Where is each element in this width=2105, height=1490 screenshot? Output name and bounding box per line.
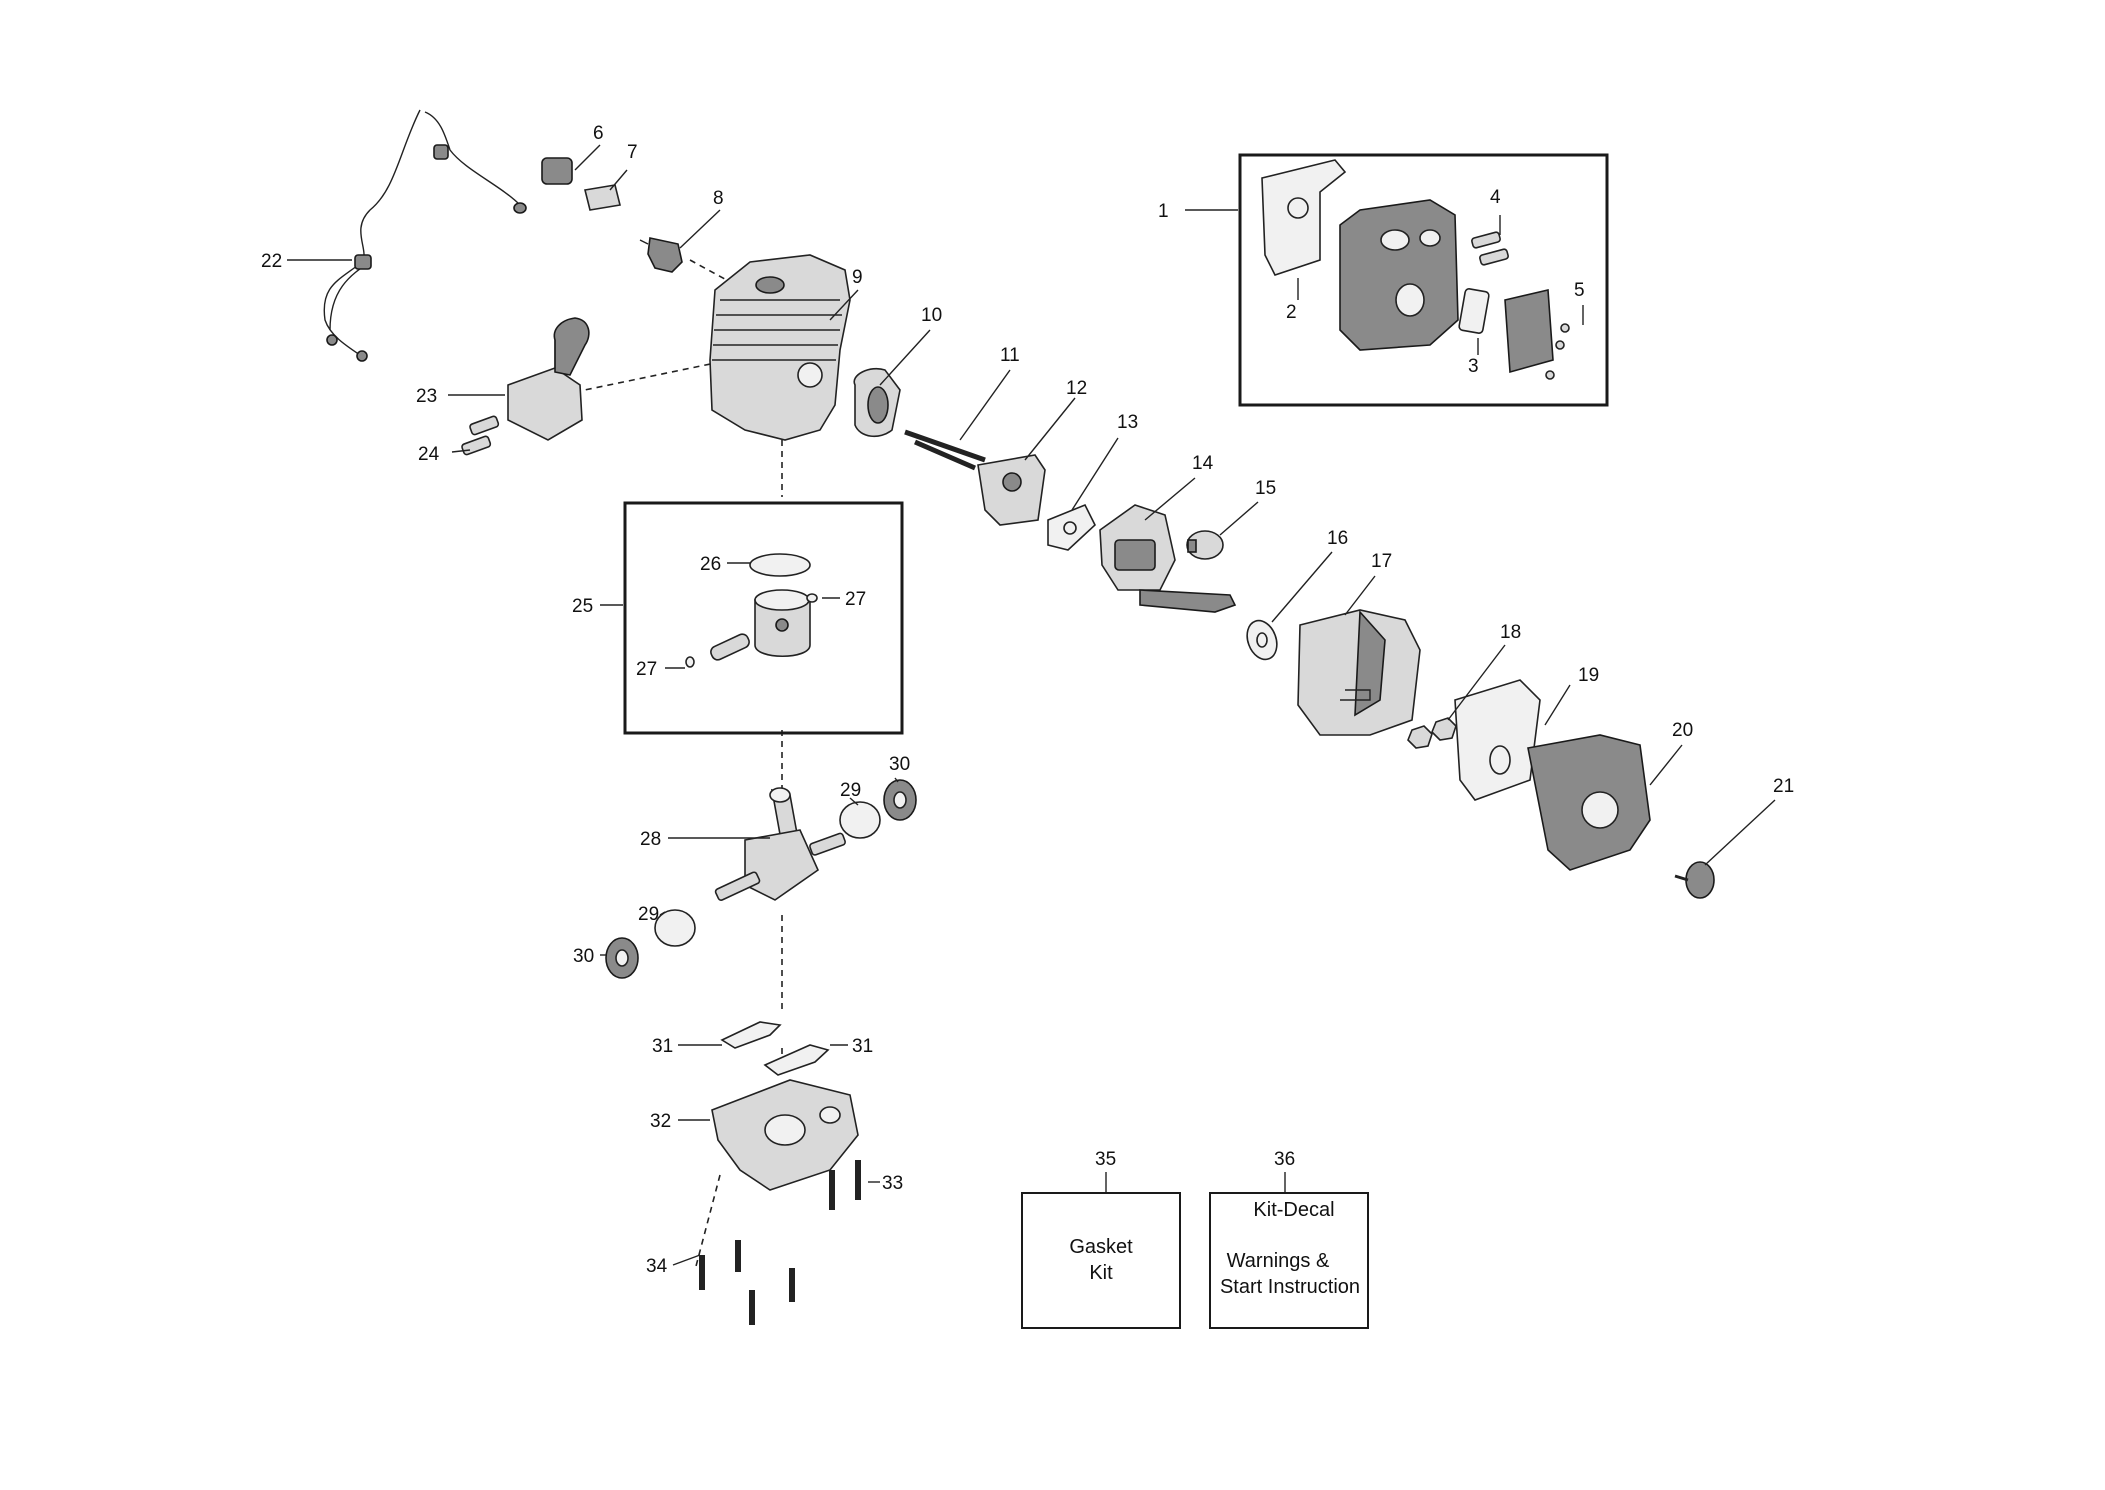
part-14-carburetor[interactable] bbox=[1099, 504, 1237, 613]
decal-kit-box[interactable]: 36 Kit-Decal Warnings & Start Instructio… bbox=[1209, 1149, 1369, 1329]
callout-32: 32 bbox=[650, 1111, 671, 1132]
decal-kit-label-line2: Warnings & bbox=[1227, 1250, 1330, 1272]
part-11-bolts[interactable] bbox=[904, 429, 986, 471]
callout-11: 11 bbox=[1000, 345, 1020, 366]
callout-14: 14 bbox=[1192, 453, 1214, 474]
callout-28: 28 bbox=[640, 829, 661, 850]
part-6-switch[interactable] bbox=[541, 157, 573, 185]
callout-9: 9 bbox=[852, 267, 863, 288]
part-18-nuts[interactable] bbox=[1407, 717, 1457, 749]
callout-23: 23 bbox=[416, 386, 437, 407]
callout-5: 5 bbox=[1574, 280, 1585, 301]
callout-4: 4 bbox=[1490, 187, 1501, 208]
part-5-muffler-cover[interactable] bbox=[1504, 289, 1570, 380]
callout-29a: 29 bbox=[840, 780, 861, 801]
part-32-crankcase[interactable] bbox=[711, 1079, 859, 1191]
part-15-primer-bulb[interactable] bbox=[1186, 530, 1224, 560]
part-1-muffler[interactable] bbox=[1339, 199, 1459, 351]
part-10-intake-boot[interactable] bbox=[853, 367, 901, 438]
part-8-spark-plug[interactable] bbox=[639, 237, 683, 273]
part-23-ignition-module[interactable] bbox=[507, 317, 590, 441]
part-28-crankshaft[interactable] bbox=[714, 787, 846, 901]
assembly-guide-lines bbox=[574, 259, 783, 1271]
part-27-wrist-pin[interactable] bbox=[685, 593, 818, 668]
part-24-module-screws[interactable] bbox=[461, 415, 500, 456]
callout-34: 34 bbox=[646, 1256, 668, 1277]
part-26-piston-ring[interactable] bbox=[749, 553, 811, 577]
part-13-gasket[interactable] bbox=[1047, 503, 1096, 551]
part-20-air-filter-cover[interactable] bbox=[1527, 734, 1651, 871]
callout-21: 21 bbox=[1773, 776, 1794, 797]
callout-8: 8 bbox=[713, 188, 724, 209]
callout-12: 12 bbox=[1066, 378, 1087, 399]
callout-31b: 31 bbox=[852, 1036, 873, 1057]
callout-leader-lines bbox=[287, 144, 1776, 1266]
part-30-seals[interactable] bbox=[605, 779, 917, 979]
callout-3: 3 bbox=[1468, 356, 1479, 377]
callout-20: 20 bbox=[1672, 720, 1693, 741]
callout-30a: 30 bbox=[889, 754, 910, 775]
part-17-air-filter-housing[interactable] bbox=[1297, 609, 1421, 736]
decal-kit-label-line1: Kit-Decal bbox=[1253, 1199, 1334, 1221]
callout-36: 36 bbox=[1274, 1149, 1295, 1170]
part-31-crankcase-gaskets[interactable] bbox=[720, 1021, 830, 1076]
decal-kit-label-line3: Start Instruction bbox=[1220, 1276, 1360, 1298]
callout-35: 35 bbox=[1095, 1149, 1116, 1170]
gasket-kit-label-line1: Gasket bbox=[1069, 1236, 1133, 1258]
callout-16: 16 bbox=[1327, 528, 1348, 549]
callout-22: 22 bbox=[261, 251, 282, 272]
callout-2: 2 bbox=[1286, 302, 1297, 323]
part-19-air-filter[interactable] bbox=[1454, 679, 1541, 801]
callout-24: 24 bbox=[418, 444, 440, 465]
part-33-crankcase-screws[interactable] bbox=[829, 1160, 861, 1210]
muffler-assembly-frame bbox=[1238, 153, 1609, 407]
part-4-muffler-bolts[interactable] bbox=[1471, 231, 1509, 266]
gasket-kit-box[interactable]: 35 Gasket Kit bbox=[1021, 1149, 1181, 1329]
part-34-crankcase-screws[interactable] bbox=[699, 1240, 795, 1325]
callout-33: 33 bbox=[882, 1173, 903, 1194]
callout-numbers: 1 2 3 4 5 6 7 8 9 10 11 12 13 14 15 16 1… bbox=[261, 123, 1794, 1277]
part-25-piston[interactable] bbox=[754, 589, 811, 658]
part-12-carburetor-adapter[interactable] bbox=[977, 454, 1046, 526]
callout-27a: 27 bbox=[845, 589, 866, 610]
callout-18: 18 bbox=[1500, 622, 1521, 643]
callout-25: 25 bbox=[572, 596, 593, 617]
callout-10: 10 bbox=[921, 305, 942, 326]
callout-1: 1 bbox=[1158, 201, 1169, 222]
callout-27b: 27 bbox=[636, 659, 657, 680]
part-9-cylinder[interactable] bbox=[709, 254, 851, 441]
callout-6: 6 bbox=[593, 123, 604, 144]
callout-19: 19 bbox=[1578, 665, 1599, 686]
part-29-bearings[interactable] bbox=[654, 801, 881, 947]
callout-17: 17 bbox=[1371, 551, 1392, 572]
part-3-muffler-gasket[interactable] bbox=[1458, 288, 1490, 334]
part-2-muffler-gasket[interactable] bbox=[1261, 159, 1347, 276]
callout-7: 7 bbox=[627, 142, 638, 163]
callout-15: 15 bbox=[1255, 478, 1276, 499]
callout-30b: 30 bbox=[573, 946, 594, 967]
callout-26: 26 bbox=[700, 554, 721, 575]
part-22-wire-harness[interactable] bbox=[323, 109, 527, 362]
part-7-cover[interactable] bbox=[584, 184, 621, 211]
piston-kit-frame bbox=[623, 501, 904, 735]
callout-13: 13 bbox=[1117, 412, 1138, 433]
callout-29b: 29 bbox=[638, 904, 659, 925]
callout-31a: 31 bbox=[652, 1036, 673, 1057]
gasket-kit-label-line2: Kit bbox=[1089, 1262, 1113, 1284]
part-21-cover-knob[interactable] bbox=[1674, 861, 1715, 899]
part-16-gasket[interactable] bbox=[1242, 616, 1282, 663]
